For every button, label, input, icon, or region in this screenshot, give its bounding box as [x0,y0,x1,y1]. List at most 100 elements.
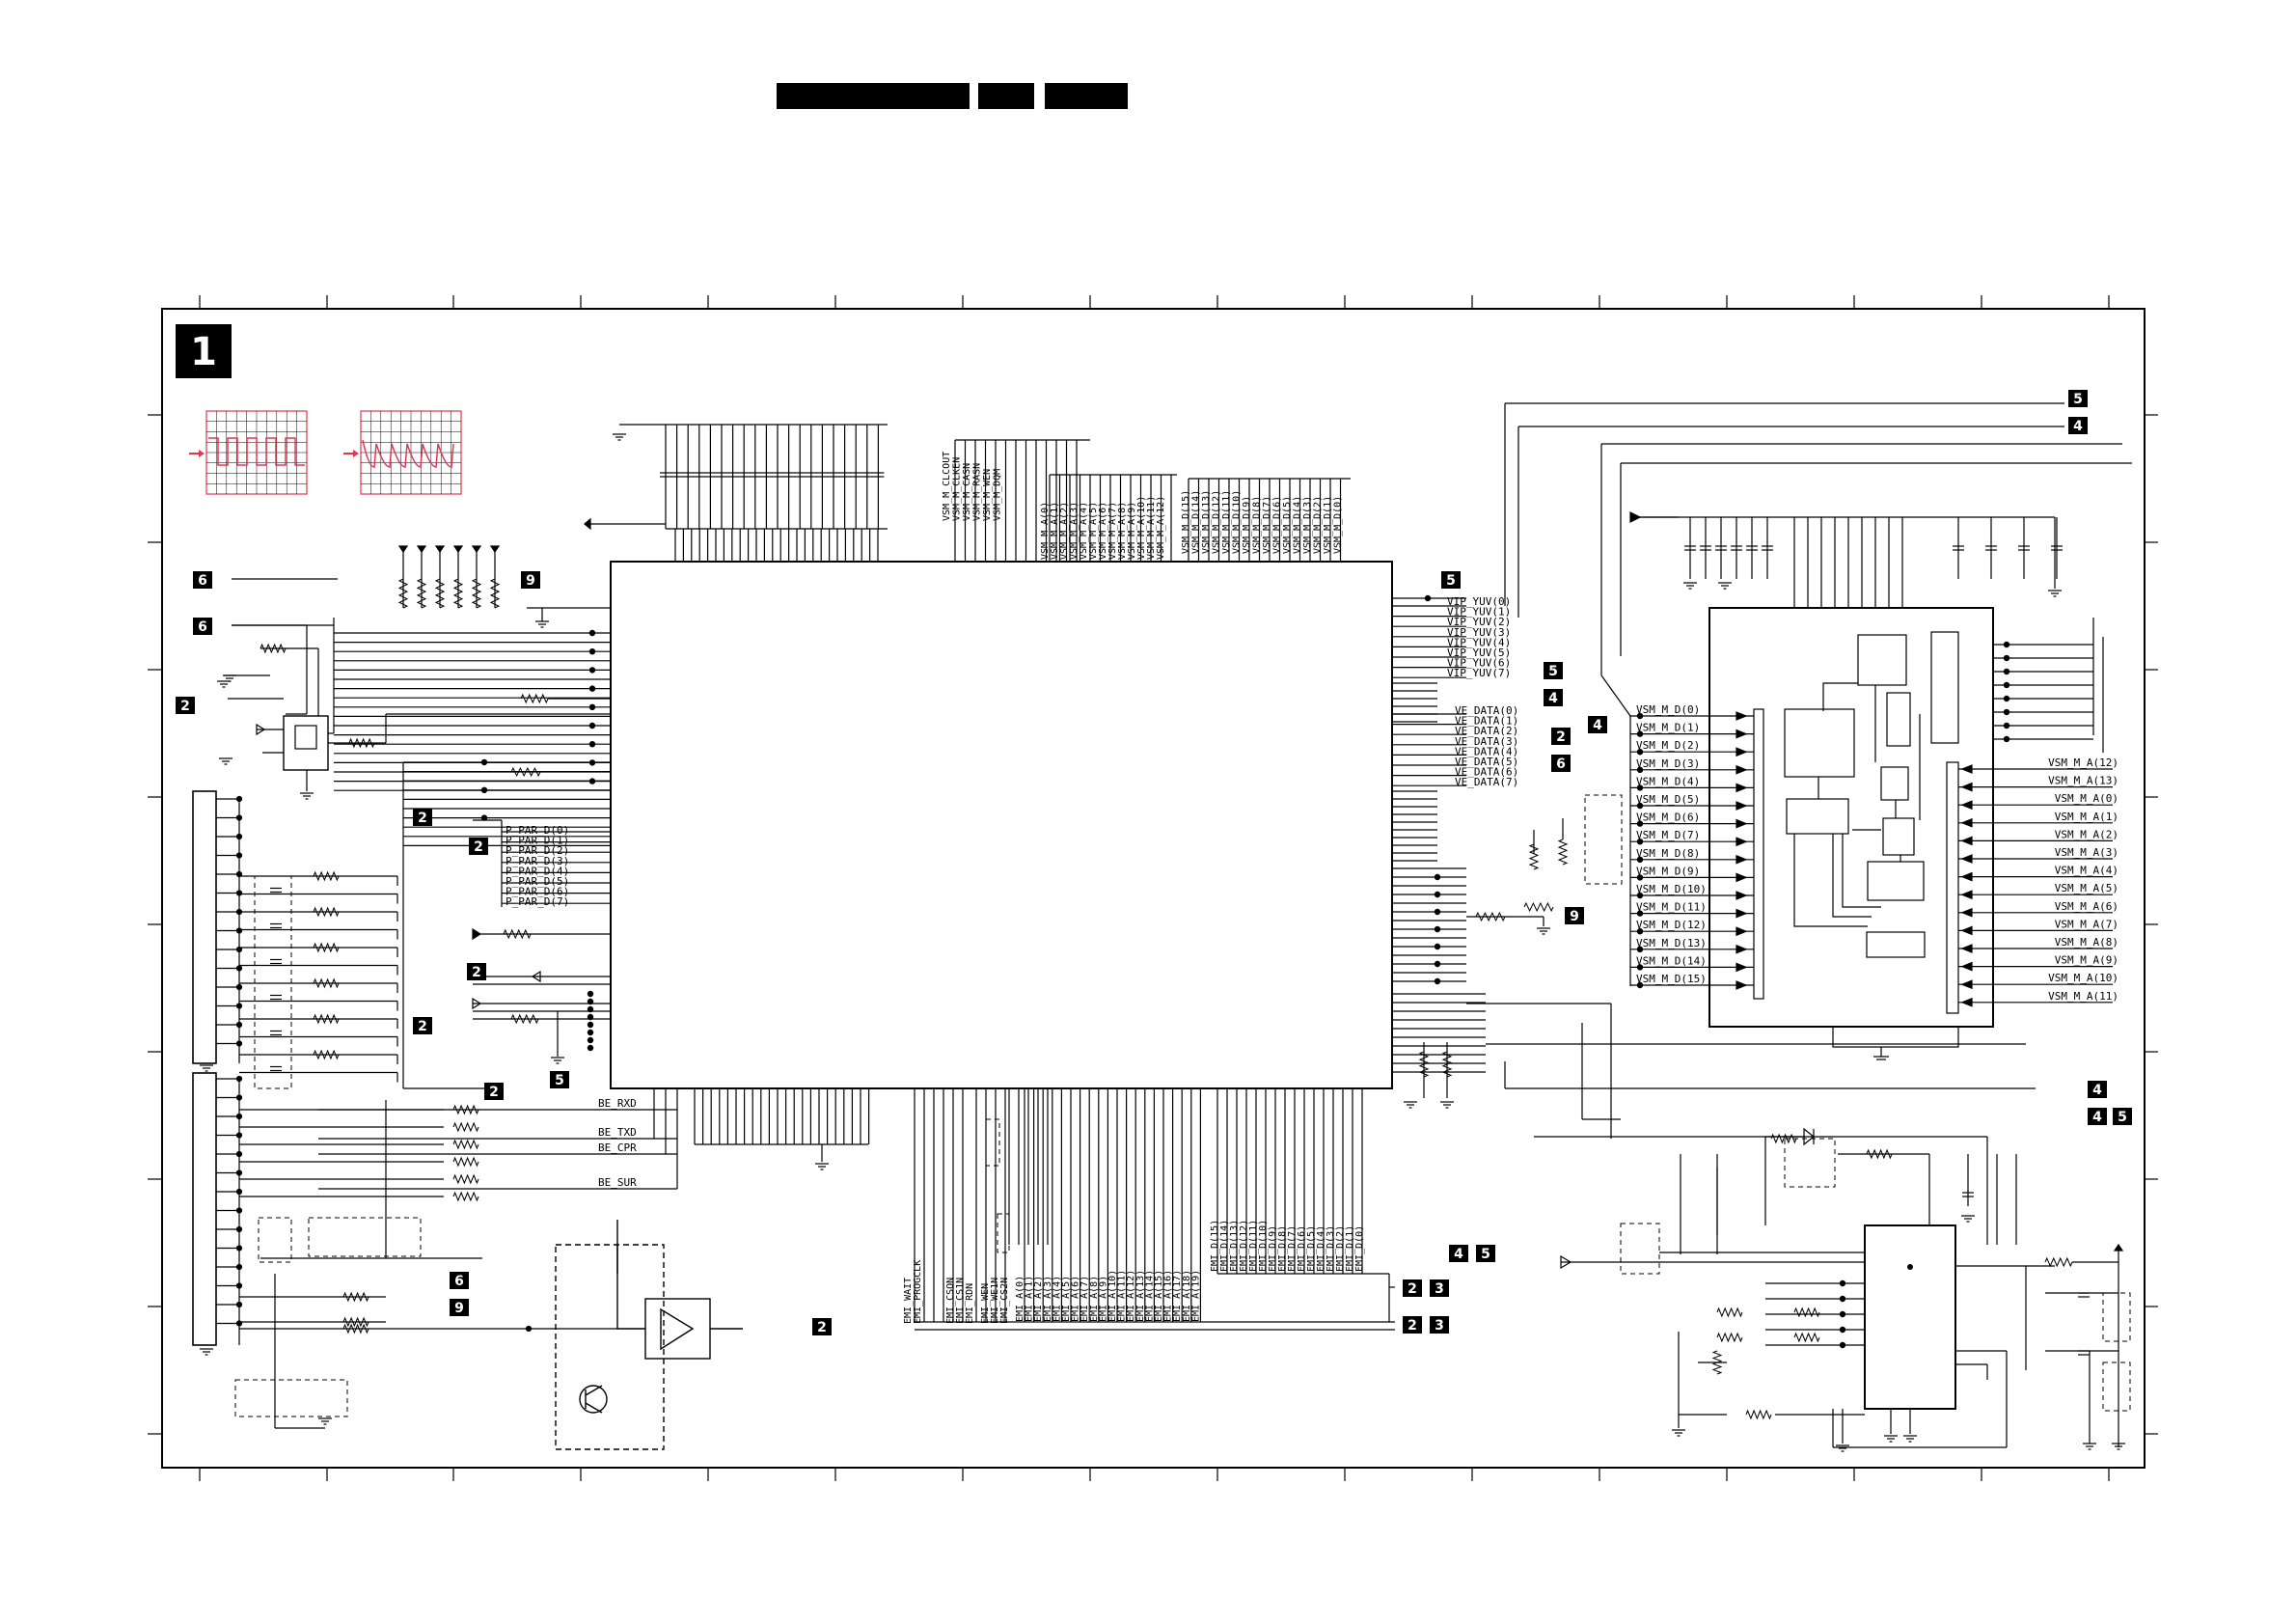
reference-badge: 5 [1476,1245,1495,1262]
net-label: VSM_M_A(8) [1117,502,1128,560]
net-label-be: BE_CPR [598,1142,637,1154]
net-label: EMI_RDN [965,1283,975,1324]
reference-badge: 2 [1403,1279,1422,1297]
svg-text:6: 6 [1556,756,1566,772]
net-label: EMI_D(13) [1229,1220,1240,1272]
sheet-number: 1 [190,330,217,374]
net-label: VSM_M_A(9) [1127,502,1137,560]
net-label-vip-yuv: VIP_YUV(5) [1447,646,1511,659]
net-label-vip-yuv: VIP_YUV(2) [1447,616,1511,628]
net-label-vsm-m-a: VSM_M_A(10) [2048,972,2118,984]
sheet-number-badge [176,324,232,378]
net-label: VSM_M_A(10) [1136,496,1147,560]
net-label: EMI_WAIT [903,1278,914,1324]
net-label-vsm-m-d: VSM_M_D(15) [1636,973,1707,985]
net-label: VSM_M_A(1) [1050,502,1060,560]
reference-badge: 5 [550,1071,569,1088]
left-connector-1 [192,790,217,1064]
net-label: VSM_M_A(0) [1040,502,1051,560]
reference-badge: 2 [484,1083,504,1100]
net-label: EMI_D(14) [1219,1220,1230,1272]
net-label: EMI_A(11) [1117,1270,1128,1322]
net-label: EMI_A(17) [1172,1270,1183,1322]
reference-badge: 6 [193,571,212,589]
reference-badge: 4 [2088,1108,2107,1125]
svg-text:6: 6 [198,619,207,635]
net-label: VSM_M_CASN [962,463,972,521]
net-label: VSM_M_D(6) [1272,496,1283,554]
net-label: VSM_M_D(14) [1191,490,1202,554]
svg-text:5: 5 [2118,1110,2127,1125]
net-label-ve-data: VE_DATA(3) [1455,735,1518,748]
net-label-vsm-m-d: VSM_M_D(5) [1636,793,1700,806]
reference-badge: 5 [2068,390,2088,407]
net-label: EMI_D(0) [1354,1225,1365,1272]
net-label: EMI_D(4) [1316,1225,1326,1272]
net-label: EMI_A(6) [1071,1276,1081,1322]
net-label-ve-data: VE_DATA(0) [1455,704,1518,717]
net-label: VSM_M_D(11) [1221,490,1232,554]
reference-badge: 2 [1403,1316,1422,1334]
net-label-vsm-m-d: VSM_M_D(6) [1636,812,1700,824]
net-label-vsm-m-a: VSM_M_A(7) [2055,918,2118,930]
svg-text:2: 2 [180,699,190,714]
net-label-vsm-m-d: VSM_M_D(8) [1636,847,1700,860]
net-label-vsm-m-d: VSM_M_D(1) [1636,722,1700,734]
net-label-vsm-m-a: VSM_M_A(11) [2048,990,2118,1003]
reference-badge: 2 [413,809,432,826]
net-label: VSM_M_D(4) [1293,496,1303,554]
net-label: VSM_M_RASN [972,463,983,521]
svg-text:6: 6 [454,1274,464,1289]
net-label: EMI_A(19) [1190,1270,1201,1322]
net-label-vsm-m-a: VSM_M_A(8) [2055,936,2118,949]
net-label: EMI_A(3) [1043,1276,1053,1322]
net-label-vip-yuv: VIP_YUV(0) [1447,595,1511,608]
reference-badge: 6 [1551,755,1571,772]
net-label: VSM_M_WEN [982,469,993,521]
dashed-groups [234,794,2131,1417]
net-label-vsm-m-d: VSM_M_D(9) [1636,865,1700,877]
svg-text:9: 9 [1570,909,1579,924]
reference-badge: 6 [193,618,212,635]
net-label: EMI_D(5) [1306,1225,1317,1272]
net-label: EMI_D(8) [1277,1225,1288,1272]
svg-text:4: 4 [1454,1247,1463,1262]
net-label-vsm-m-a: VSM_M_A(1) [2055,811,2118,823]
net-label-ve-data: VE_DATA(2) [1455,725,1518,737]
net-label: EMI_A(13) [1135,1270,1146,1322]
net-label: VSM_M_D(5) [1282,496,1293,554]
net-label-p-par: P_PAR_D(7) [506,895,569,908]
net-label-p-par: P_PAR_D(1) [506,835,569,847]
net-label: VSM_M_D(12) [1212,490,1222,554]
net-label-ve-data: VE_DATA(7) [1455,776,1518,788]
svg-text:9: 9 [454,1301,464,1316]
net-label: VSM_M_D(8) [1252,496,1263,554]
net-label-vip-yuv: VIP_YUV(6) [1447,657,1511,670]
header-bar-3 [1045,83,1128,109]
reference-badge: 5 [1544,662,1563,679]
net-label-vsm-m-d: VSM_M_D(13) [1636,937,1707,949]
svg-text:5: 5 [1548,664,1558,679]
net-label-vsm-m-a: VSM_M_A(0) [2055,792,2118,805]
net-label: EMI_A(1) [1025,1276,1035,1322]
net-label-vsm-m-d: VSM_M_D(2) [1636,739,1700,752]
svg-text:2: 2 [1408,1318,1417,1334]
net-label: VSM_M_D(7) [1262,496,1272,554]
left-connector-2 [192,1072,217,1346]
net-label: EMI_A(14) [1144,1270,1155,1322]
net-label-vip-yuv: VIP_YUV(1) [1447,606,1511,619]
net-label: VSM_M_A(2) [1059,502,1070,560]
net-label: EMI_WEN [980,1283,991,1324]
waveform-scope-1 [189,410,308,495]
net-label: EMI_A(7) [1080,1276,1090,1322]
net-label-vsm-m-d: VSM_M_D(4) [1636,775,1700,787]
net-label-ve-data: VE_DATA(5) [1455,756,1518,768]
net-label-p-par: P_PAR_D(5) [506,875,569,888]
net-label-p-par: P_PAR_D(4) [506,865,569,877]
net-label-p-par: P_PAR_D(3) [506,855,569,867]
reference-badge: 2 [467,963,486,980]
net-label: EMI_A(18) [1182,1270,1192,1322]
net-label: VSM_M_DQM [993,469,1003,521]
net-label: VSM_M_D(15) [1181,490,1191,554]
net-label: VSM_M_A(3) [1069,502,1080,560]
